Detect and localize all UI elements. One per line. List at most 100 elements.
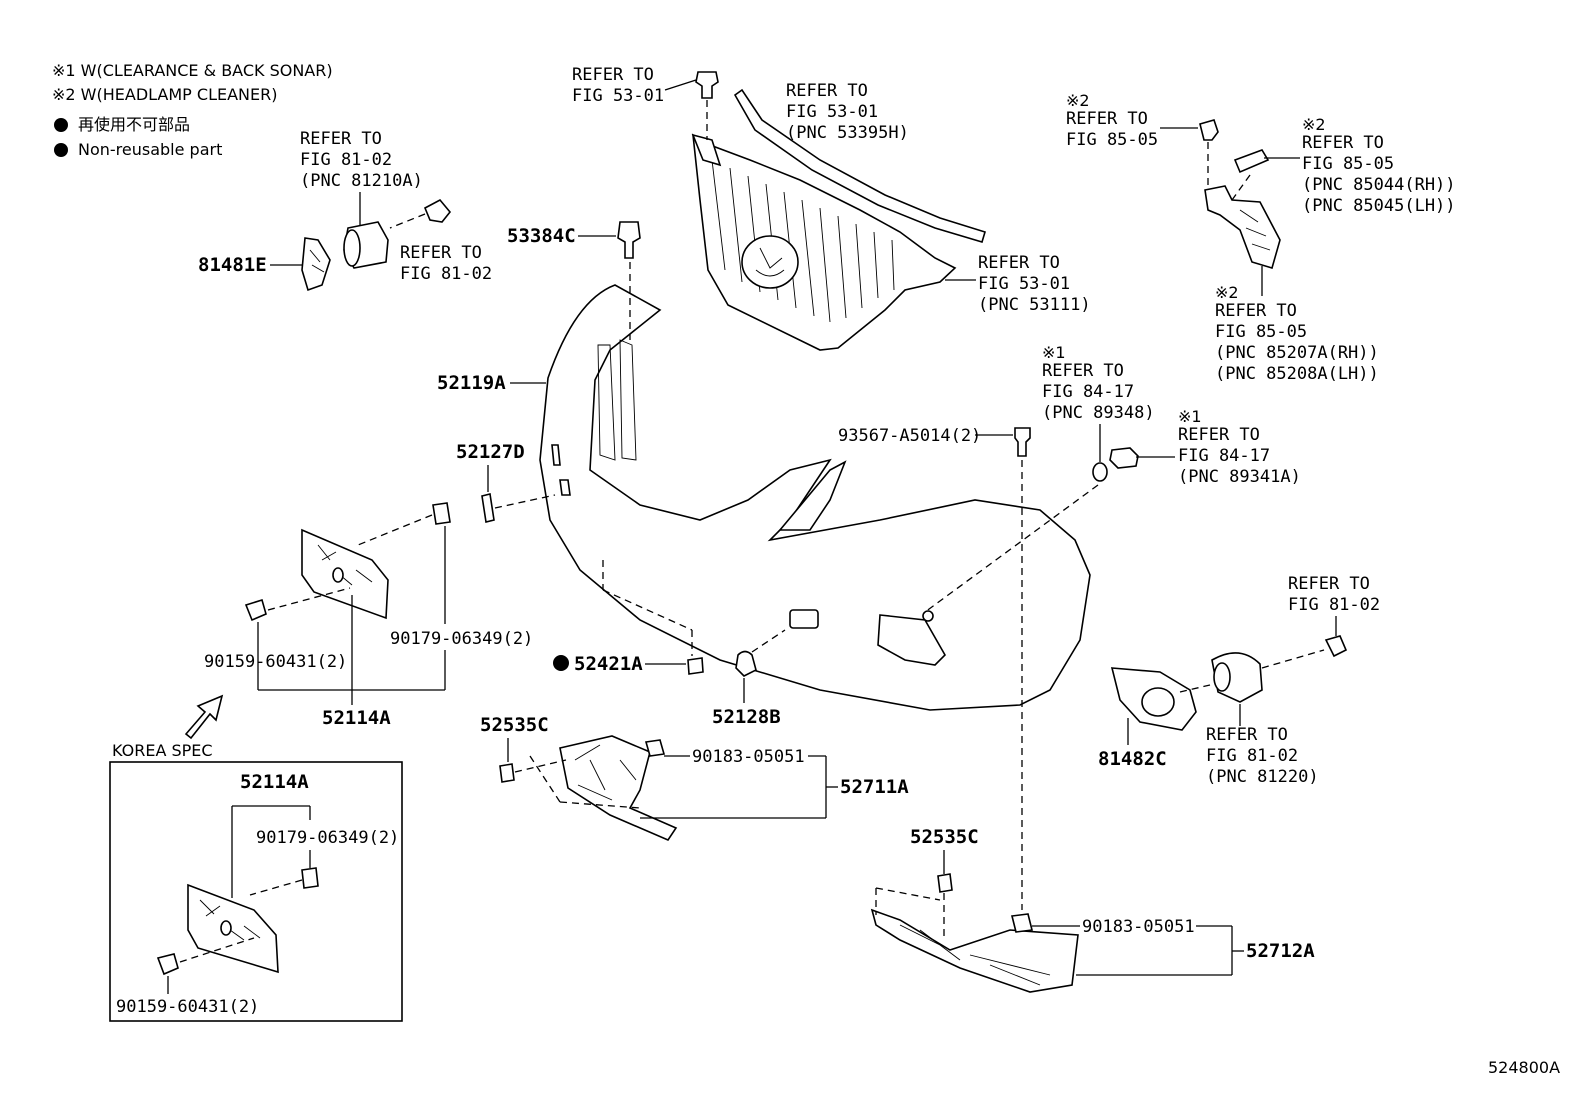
part-label-52119A: 52119A bbox=[437, 372, 506, 394]
part-label-52128B: 52128B bbox=[712, 706, 781, 728]
part-label-52712A: 52712A bbox=[1246, 940, 1315, 962]
callout-line: REFER TO bbox=[300, 129, 382, 149]
lower-cover-52711A bbox=[499, 735, 678, 841]
callout-line: FIG 85-05 bbox=[1215, 322, 1307, 342]
callout-line: FIG 85-05 bbox=[1302, 154, 1394, 174]
callout-line: REFER TO bbox=[786, 81, 868, 101]
callout-mark: ※2 bbox=[1302, 115, 1326, 134]
part-label-52535C-b: 52535C bbox=[910, 826, 979, 848]
callout-fig-84-17-b: ※1 REFER TO FIG 84-17 (PNC 89341A) bbox=[1178, 407, 1301, 487]
callout-line: (PNC 53395H) bbox=[786, 123, 909, 143]
part-label-81481E: 81481E bbox=[198, 254, 267, 276]
callout-line: FIG 53-01 bbox=[978, 274, 1070, 294]
arrow-icon bbox=[184, 694, 224, 740]
non-reusable-dot-icon bbox=[553, 655, 569, 671]
part-label-52127D: 52127D bbox=[456, 441, 525, 463]
callout-fig-53-01-grille: REFER TO FIG 53-01 (PNC 53111) bbox=[945, 253, 1091, 315]
non-reusable-label-jp: 再使用不可部品 bbox=[78, 115, 190, 134]
part-label-90183-a: 90183-05051 bbox=[692, 747, 805, 767]
callout-line: (PNC 85207A(RH)) bbox=[1215, 343, 1379, 363]
callout-line: REFER TO bbox=[1206, 725, 1288, 745]
callout-fig-53-01-top: REFER TO FIG 53-01 bbox=[572, 65, 697, 106]
callout-mark: ※1 bbox=[1178, 407, 1202, 426]
callout-line: REFER TO bbox=[1066, 109, 1148, 129]
callout-mark: ※2 bbox=[1215, 283, 1239, 302]
korea-part-label-52114A: 52114A bbox=[240, 771, 309, 793]
part-label-52711A: 52711A bbox=[840, 776, 909, 798]
part-52127D bbox=[481, 465, 556, 523]
callout-fig-81-02-a: REFER TO FIG 81-02 (PNC 81210A) bbox=[300, 129, 423, 226]
callout-line: FIG 85-05 bbox=[1066, 130, 1158, 150]
callout-line: REFER TO bbox=[1178, 425, 1260, 445]
bumper-clip-53384C bbox=[617, 221, 641, 340]
callout-line: FIG 53-01 bbox=[786, 102, 878, 122]
part-label-93567: 93567-A5014(2) bbox=[838, 426, 981, 446]
non-reusable-label-en: Non-reusable part bbox=[78, 140, 222, 159]
part-label-90159: 90159-60431(2) bbox=[204, 652, 347, 672]
callout-fig-85-05-a: ※2 REFER TO FIG 85-05 bbox=[1066, 91, 1198, 150]
callout-line: REFER TO bbox=[1042, 361, 1124, 381]
fog-lamp-81210A bbox=[343, 198, 452, 269]
callout-fig-81-02-d: REFER TO FIG 81-02 (PNC 81220) bbox=[1206, 704, 1319, 787]
part-label-53384C: 53384C bbox=[507, 225, 576, 247]
bolt-93567 bbox=[1014, 427, 1031, 910]
legend: ※1 W(CLEARANCE & BACK SONAR) ※2 W(HEADLA… bbox=[52, 61, 333, 159]
part-label-52535C-a: 52535C bbox=[480, 714, 549, 736]
callout-line: (PNC 85208A(LH)) bbox=[1215, 364, 1379, 384]
callout-line: (PNC 81210A) bbox=[300, 171, 423, 191]
callout-line: REFER TO bbox=[1302, 133, 1384, 153]
callout-line: FIG 81-02 bbox=[1206, 746, 1298, 766]
note-headlamp-cleaner: ※2 W(HEADLAMP CLEANER) bbox=[52, 85, 277, 104]
non-reusable-dot-icon bbox=[54, 143, 68, 157]
grille-clip bbox=[695, 71, 719, 140]
callout-fig-85-05-b: ※2 REFER TO FIG 85-05 (PNC 85044(RH)) (P… bbox=[1264, 115, 1456, 216]
callout-line: REFER TO bbox=[978, 253, 1060, 273]
headlamp-cleaner bbox=[1199, 119, 1281, 269]
callout-fig-84-17-a: ※1 REFER TO FIG 84-17 (PNC 89348) bbox=[1042, 343, 1155, 462]
korea-part-label-90159: 90159-60431(2) bbox=[116, 997, 259, 1017]
callout-line: (PNC 89341A) bbox=[1178, 467, 1301, 487]
retainer-81481E bbox=[301, 237, 331, 292]
callout-line: (PNC 53111) bbox=[978, 295, 1091, 315]
callout-fig-53-01-molding: REFER TO FIG 53-01 (PNC 53395H) bbox=[786, 81, 909, 143]
license-plate-bracket bbox=[244, 502, 451, 622]
non-reusable-dot-icon bbox=[54, 118, 68, 132]
callout-mark: ※2 bbox=[1066, 91, 1090, 110]
callout-line: REFER TO bbox=[1288, 574, 1370, 594]
part-label-90179: 90179-06349(2) bbox=[390, 629, 533, 649]
callout-line: FIG 81-02 bbox=[300, 150, 392, 170]
callout-line: FIG 84-17 bbox=[1178, 446, 1270, 466]
korea-part-label-90179: 90179-06349(2) bbox=[256, 828, 399, 848]
callout-line: (PNC 81220) bbox=[1206, 767, 1319, 787]
towing-eye-cover bbox=[602, 560, 786, 677]
part-label-90183-b: 90183-05051 bbox=[1082, 917, 1195, 937]
part-label-52421A: 52421A bbox=[574, 653, 643, 675]
callout-line: FIG 81-02 bbox=[1288, 595, 1380, 615]
callout-line: REFER TO bbox=[572, 65, 654, 85]
note-clearance-sonar: ※1 W(CLEARANCE & BACK SONAR) bbox=[52, 61, 333, 80]
fog-lamp-cover bbox=[1110, 635, 1348, 731]
part-label-81482C: 81482C bbox=[1098, 748, 1167, 770]
callout-line: REFER TO bbox=[400, 243, 482, 263]
part-label-52114A: 52114A bbox=[322, 707, 391, 729]
callout-line: FIG 53-01 bbox=[572, 86, 664, 106]
lower-cover-52712A bbox=[870, 873, 1079, 993]
callout-line: (PNC 85044(RH)) bbox=[1302, 175, 1456, 195]
callout-fig-85-05-c: ※2 REFER TO FIG 85-05 (PNC 85207A(RH)) (… bbox=[1215, 266, 1379, 384]
korea-spec-section: KOREA SPEC 52114A 90179-06349(2) 90159-6… bbox=[109, 741, 403, 1022]
grille-molding bbox=[733, 88, 986, 243]
callout-line: (PNC 89348) bbox=[1042, 403, 1155, 423]
figure-id: 524800A bbox=[1488, 1058, 1560, 1077]
callout-fig-81-02-b: REFER TO FIG 81-02 bbox=[400, 243, 492, 284]
callout-fig-81-02-c: REFER TO FIG 81-02 bbox=[1288, 574, 1380, 636]
callout-line: FIG 84-17 bbox=[1042, 382, 1134, 402]
radiator-grille bbox=[691, 133, 957, 351]
callout-line: REFER TO bbox=[1215, 301, 1297, 321]
front-bumper-cover bbox=[539, 284, 1091, 711]
callout-line: (PNC 85045(LH)) bbox=[1302, 196, 1456, 216]
callout-mark: ※1 bbox=[1042, 343, 1066, 362]
korea-spec-title: KOREA SPEC bbox=[112, 741, 213, 760]
callout-line: FIG 81-02 bbox=[400, 264, 492, 284]
sonar-sensor bbox=[924, 447, 1175, 613]
